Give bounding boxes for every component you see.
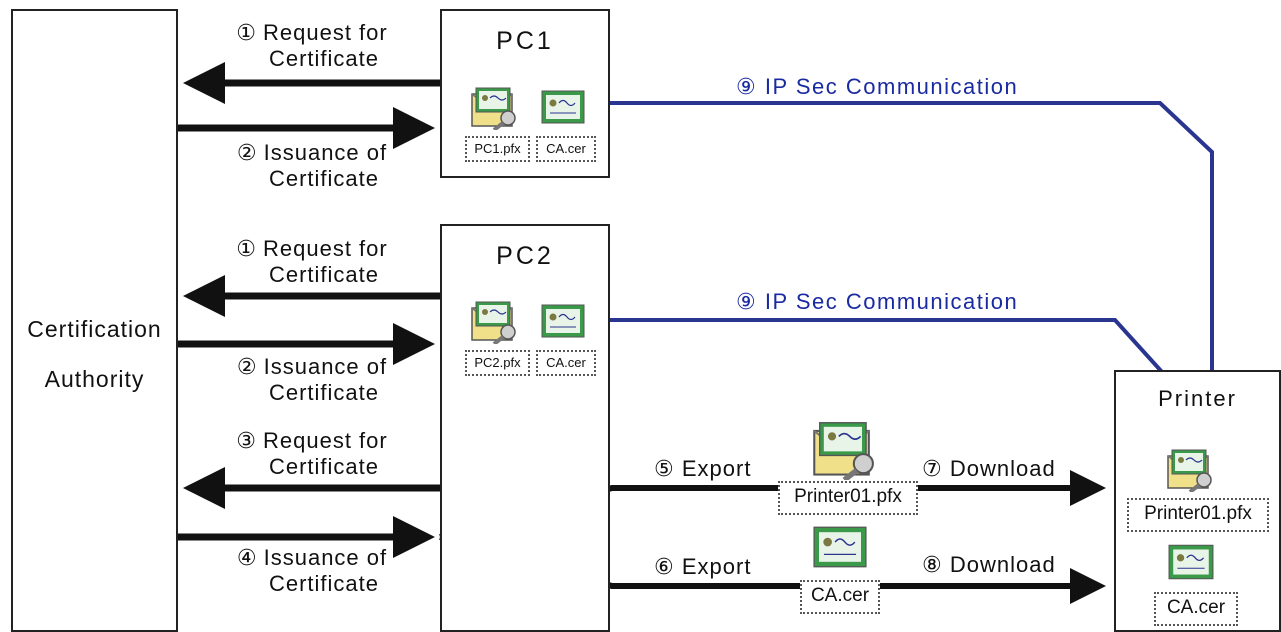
label-ipsec-pc2: ⑨ IP Sec Communication xyxy=(736,289,1018,315)
ca-label-line2: Authority xyxy=(44,366,145,392)
step-number: ② xyxy=(236,140,258,165)
ca-label-line1: Certification xyxy=(27,316,162,342)
label-text: Download xyxy=(949,552,1056,577)
label-text: Export xyxy=(681,456,752,481)
label-text: IP Sec Communication xyxy=(764,289,1019,314)
step-number: ⑥ xyxy=(654,554,675,579)
step-number: ⑧ xyxy=(922,552,943,577)
certificate-icon xyxy=(541,304,585,338)
label-text: Certificate xyxy=(268,262,380,287)
ipsec-line-pc1 xyxy=(610,101,1214,372)
label-text: Issuance of xyxy=(263,140,388,165)
pc2-cer-file: CA.cer xyxy=(536,350,596,376)
ipsec-line-pc2 xyxy=(610,318,1164,374)
label-ipsec-pc1: ⑨ IP Sec Communication xyxy=(736,74,1018,100)
printer-pfx-file: Printer01.pfx xyxy=(1127,498,1269,532)
step-number: ⑤ xyxy=(654,456,675,481)
step-number: ① xyxy=(236,236,257,261)
label-text: Download xyxy=(949,456,1056,481)
certificate-icon xyxy=(541,90,585,124)
middle-cer-file: CA.cer xyxy=(800,580,880,614)
label-text: Certificate xyxy=(268,454,380,479)
label-text: Certificate xyxy=(268,46,380,71)
step-number: ② xyxy=(236,354,258,379)
step-number: ③ xyxy=(236,428,257,453)
step-number: ⑦ xyxy=(922,456,943,481)
label-text: Export xyxy=(681,554,752,579)
certificate-icon xyxy=(813,526,867,568)
label-text: Request for xyxy=(263,428,388,453)
label-text: Certificate xyxy=(268,571,380,596)
step-number: ① xyxy=(236,20,257,45)
printer-cer-file: CA.cer xyxy=(1154,592,1238,626)
key-envelope-icon xyxy=(813,422,874,480)
pc2-pfx-file: PC2.pfx xyxy=(465,350,530,376)
label-text: Request for xyxy=(263,20,388,45)
label-text: IP Sec Communication xyxy=(764,74,1019,99)
pc2-box: PC2 xyxy=(440,224,610,632)
key-envelope-icon xyxy=(471,301,516,344)
certificate-icon xyxy=(1168,544,1214,580)
label-text: Issuance of xyxy=(263,545,388,570)
key-envelope-icon xyxy=(1167,449,1212,492)
pc1-cer-file: CA.cer xyxy=(536,136,596,162)
pc1-pfx-file: PC1.pfx xyxy=(465,136,530,162)
label-export-cer: ⑥ Export xyxy=(654,554,751,580)
certification-authority-box: Certification Authority xyxy=(11,9,178,632)
label-text: Certificate xyxy=(268,166,380,191)
pc2-title: PC2 xyxy=(496,242,554,270)
label-text: Request for xyxy=(263,236,388,261)
label-text: Certificate xyxy=(268,380,380,405)
step-number: ④ xyxy=(236,545,258,570)
step-number: ⑨ xyxy=(736,289,758,314)
step-number: ⑨ xyxy=(736,74,758,99)
printer-title: Printer xyxy=(1158,386,1237,411)
label-download-cer: ⑧ Download xyxy=(922,552,1056,578)
middle-pfx-file: Printer01.pfx xyxy=(778,481,918,515)
pc1-title: PC1 xyxy=(496,27,554,55)
key-envelope-icon xyxy=(471,87,516,130)
label-export-pfx: ⑤ Export xyxy=(654,456,751,482)
label-text: Issuance of xyxy=(263,354,388,379)
label-download-pfx: ⑦ Download xyxy=(922,456,1056,482)
